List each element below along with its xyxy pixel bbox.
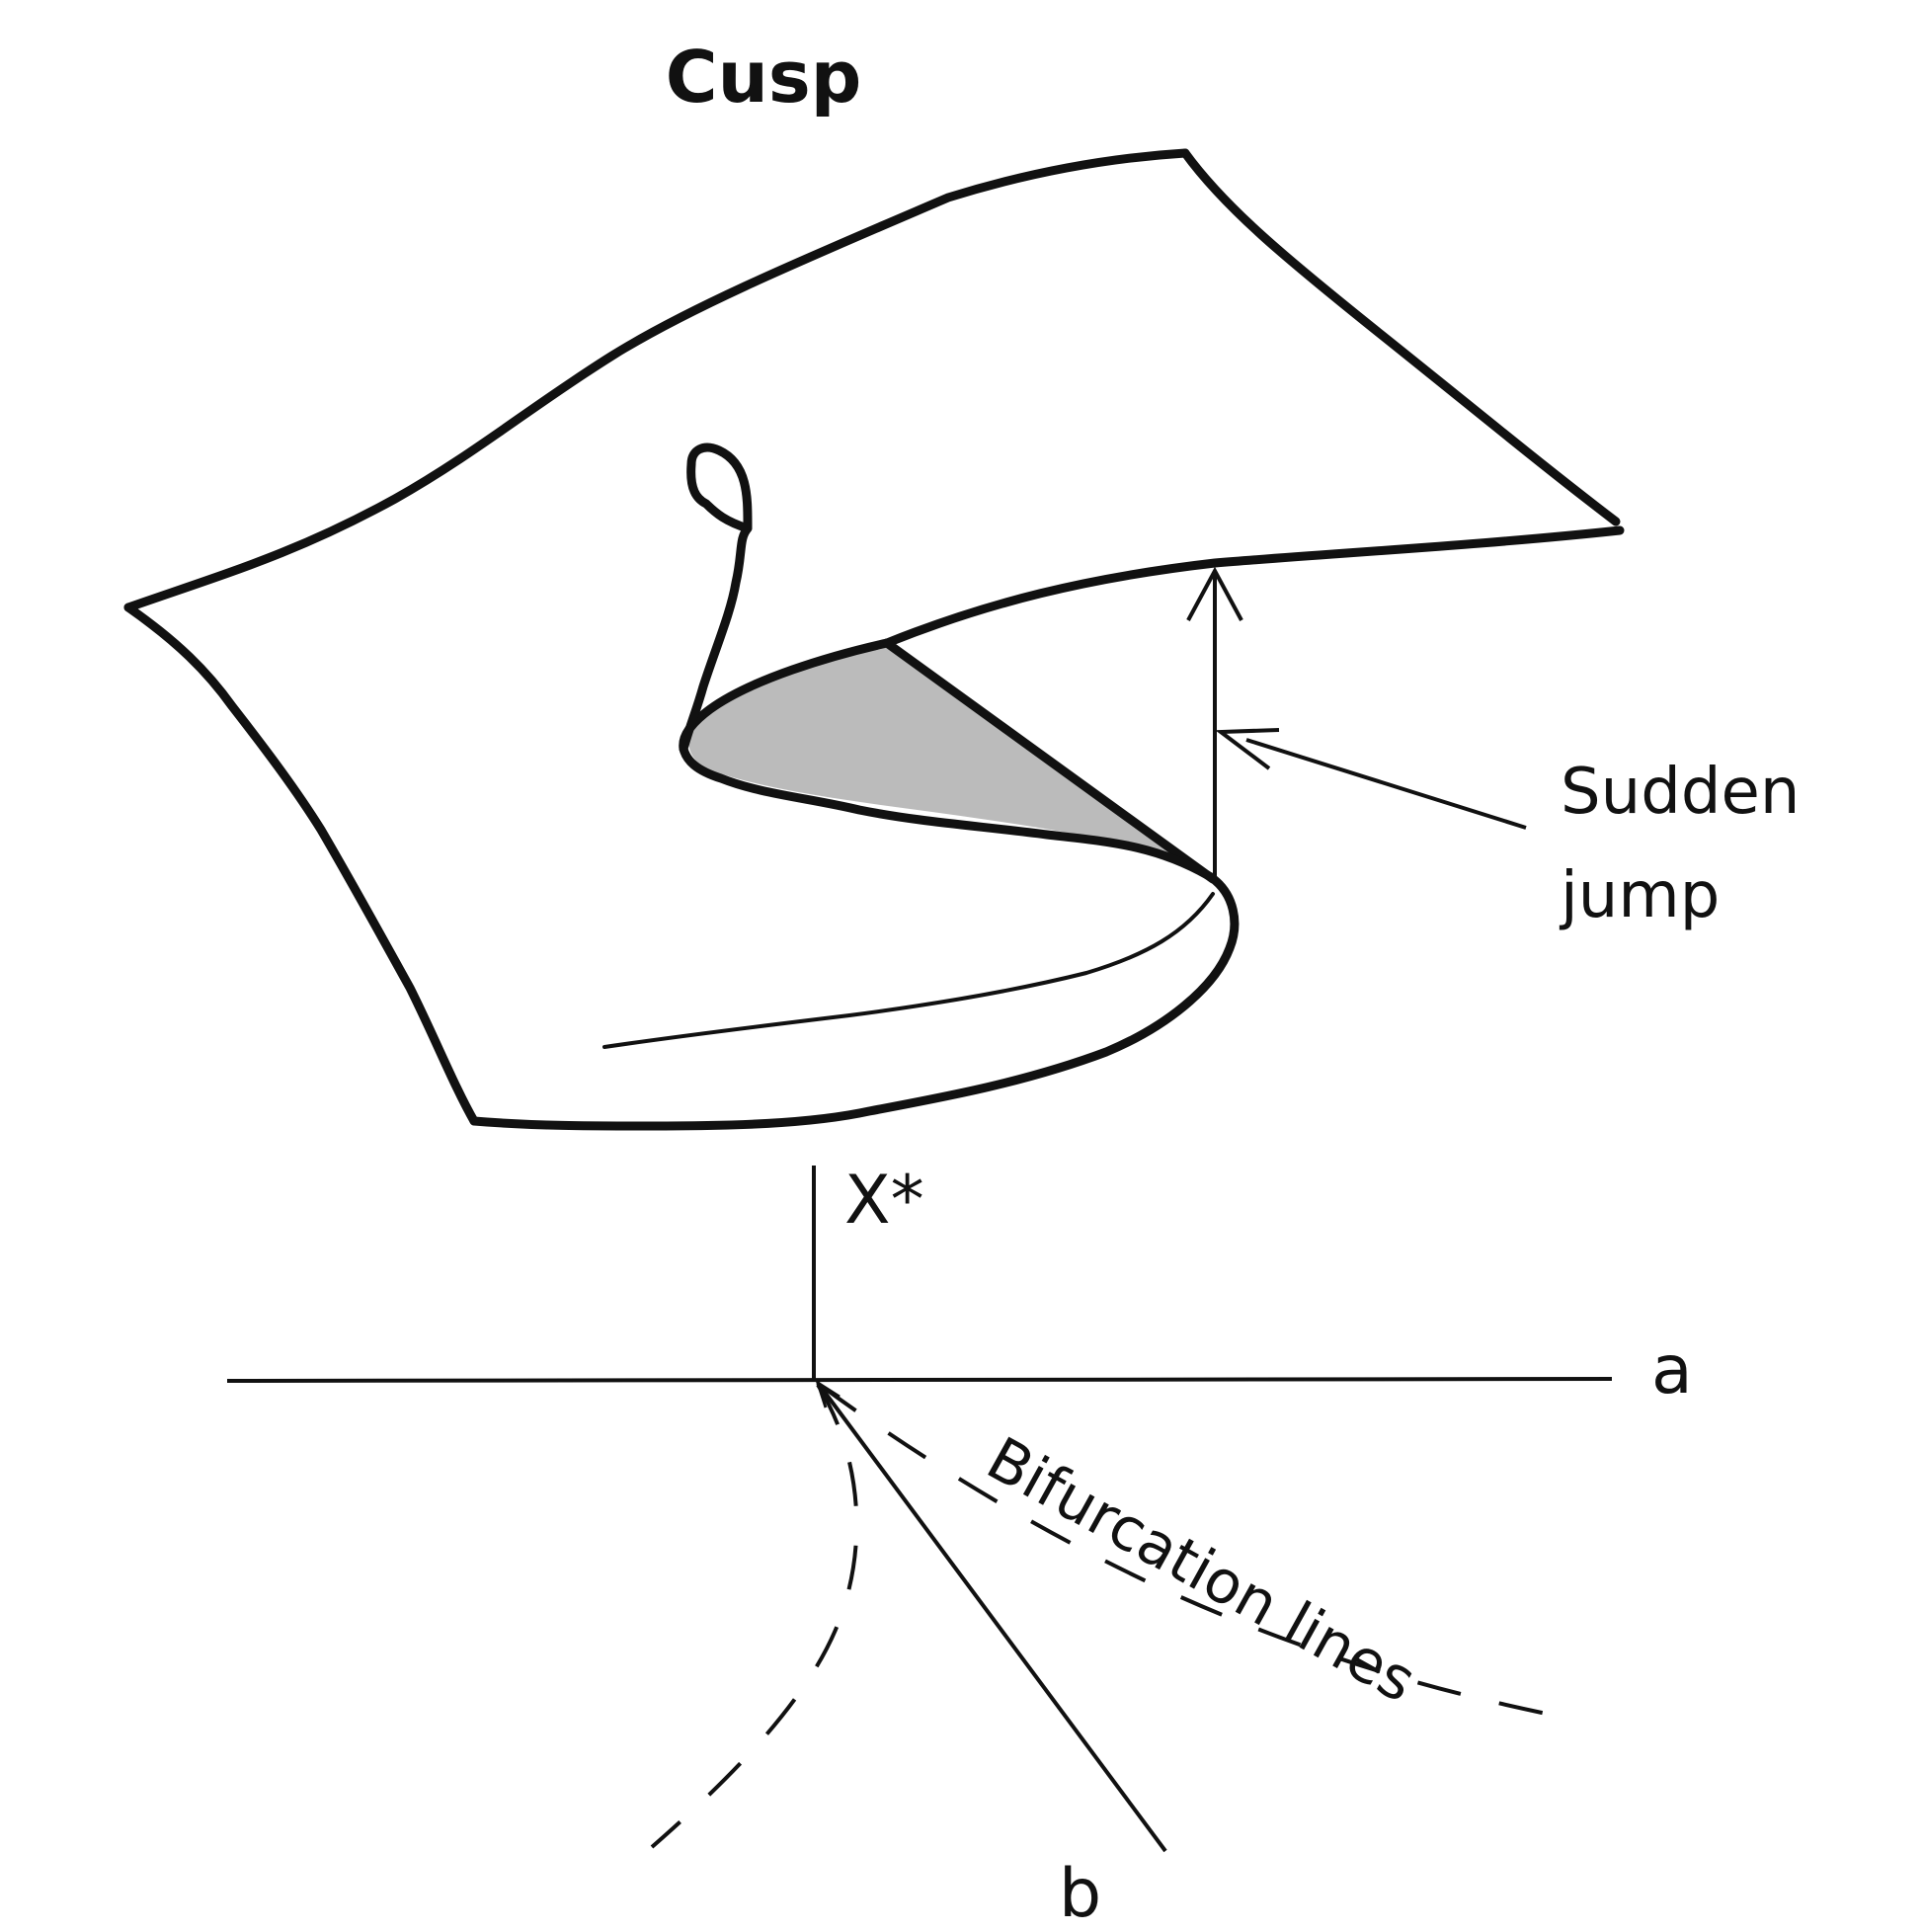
surface-left-edge	[123, 603, 479, 1126]
jump-arrow-head	[1186, 566, 1243, 621]
fold-diagonal-edge	[882, 638, 1218, 884]
axis-a	[226, 1377, 1613, 1383]
axis-a-label: a	[1651, 1331, 1693, 1409]
fold-lower-lip	[679, 744, 1216, 882]
surface-lower-fold-curve	[469, 872, 1240, 1131]
fold-shaded-region	[688, 643, 1211, 879]
jump-pointer-line	[1245, 738, 1527, 830]
bifurcation-line-left	[650, 1383, 859, 1849]
surface-upper-edge	[123, 148, 1190, 612]
surface-front-top-edge	[882, 525, 1625, 648]
axis-b-label: b	[1059, 1855, 1101, 1932]
surface-right-edge	[1180, 148, 1621, 526]
fold-top-loop	[679, 443, 753, 754]
jump-pointer-head	[1215, 728, 1280, 770]
bifurcation-label: Bifurcation lines	[976, 1424, 1427, 1717]
axis-x-star-label: X*	[844, 1162, 924, 1240]
sudden-jump-label-line1: Sudden	[1561, 756, 1800, 829]
surface-inner-curve	[602, 892, 1215, 1049]
sudden-jump-label-line2: jump	[1559, 859, 1720, 932]
axis-b	[816, 1381, 1167, 1853]
diagram-title: Cusp	[666, 36, 862, 119]
